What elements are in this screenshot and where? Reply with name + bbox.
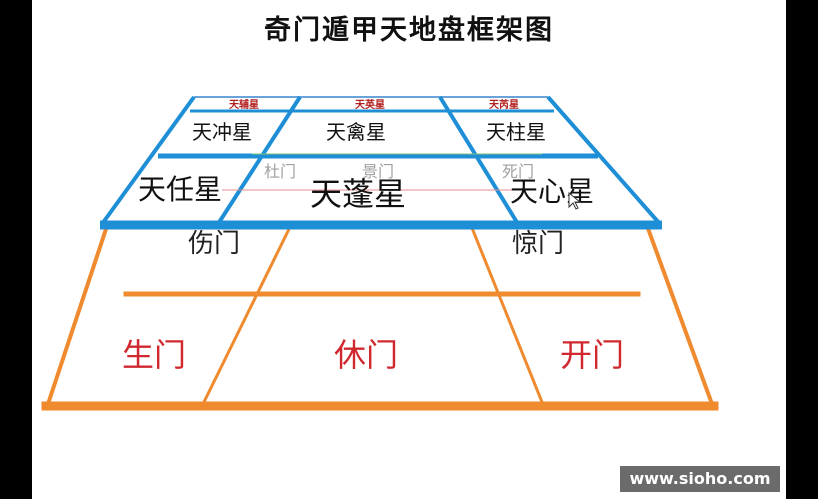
earth-plate-col-divider-right [468,221,544,404]
gate-label-jing-shock: 惊门 [512,229,564,259]
sky-plate-col-divider-left [216,95,302,226]
star-label-ren: 天任星 [138,173,222,206]
faint-gate-jing-view: 景门 [362,162,394,181]
mouse-cursor-icon [568,192,582,210]
earth-plate [41,220,719,411]
earth-plate-col-divider-left [201,220,295,405]
diagram-canvas: 奇门遁甲天地盘框架图 伤门 惊门 生门 休门 开门 [32,0,786,499]
earth-plate-outline [45,221,715,406]
sky-plate-left-edge [100,95,196,226]
qimen-plate-diagram: 伤门 惊门 生门 休门 开门 [41,95,719,411]
gate-label-shang: 伤门 [188,229,240,259]
gate-label-sheng: 生门 [122,336,186,374]
gate-label-kai: 开门 [560,336,624,374]
sky-plate-col-divider-right [438,95,520,226]
star-label-fu: 天辅星 [229,98,259,111]
page-title: 奇门遁甲天地盘框架图 [264,15,554,46]
faint-gate-du: 杜门 [264,162,296,181]
star-label-peng: 天蓬星 [310,175,406,213]
star-label-zhu: 天柱星 [486,120,546,144]
gate-label-xiu: 休门 [334,336,398,374]
star-label-rui: 天芮星 [489,98,519,111]
star-label-ying: 天英星 [355,98,385,111]
star-label-chong: 天冲星 [192,120,252,144]
sky-plate-right-edge [546,95,662,226]
watermark: www.sioho.com [620,466,780,492]
faint-gate-si: 死门 [502,162,534,181]
sky-plate [100,95,662,230]
sky-plate-fill [102,97,660,225]
star-label-qin: 天禽星 [326,120,386,144]
